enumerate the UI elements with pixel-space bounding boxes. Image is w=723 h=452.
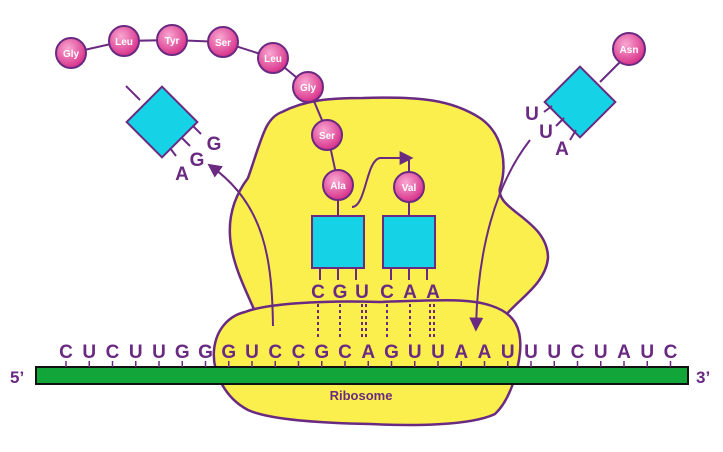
ribosome-large-subunit <box>228 96 550 332</box>
svg-text:Leu: Leu <box>115 37 133 48</box>
mrna-base: U <box>594 342 608 363</box>
mrna-base: A <box>617 342 631 363</box>
trna-exit-arrow <box>207 163 274 327</box>
trna-a-anticodon-3: A <box>426 282 440 303</box>
svg-text:Tyr: Tyr <box>165 36 180 47</box>
mrna-base: U <box>129 342 143 363</box>
trna-exit-anticodon-1: A <box>175 164 189 185</box>
mrna-base: U <box>640 342 654 363</box>
amino-acid-3: Tyr <box>156 24 188 56</box>
trna-a-anticodon-2: A <box>403 282 417 303</box>
mrna-base: C <box>664 342 678 363</box>
mrna-base: G <box>175 342 190 363</box>
svg-text:Gly: Gly <box>63 49 80 60</box>
amino-acid-2: Leu <box>108 25 140 57</box>
mrna-base: U <box>245 342 259 363</box>
mrna-base: U <box>82 342 96 363</box>
trna-exit-anticodon-2: G <box>190 150 205 171</box>
mrna-base: U <box>524 342 538 363</box>
three-prime-label: 3’ <box>696 368 710 387</box>
mrna-base: U <box>152 342 166 363</box>
amino-acid-val-label: Val <box>402 183 417 194</box>
amino-acid-1: Gly <box>55 37 87 69</box>
svg-text:Gly: Gly <box>300 83 317 94</box>
mrna-base: U <box>501 342 515 363</box>
amino-acid-7: Ser <box>311 119 343 151</box>
trna-p-anticodon-3: U <box>355 282 369 303</box>
trna-incoming-arrow <box>469 139 531 332</box>
ribosome-small-subunit <box>212 298 522 427</box>
mrna-base: C <box>106 342 120 363</box>
mrna-base: C <box>59 342 73 363</box>
trna-incoming: Asn U U A <box>525 32 646 160</box>
trna-a-anticodon-1: C <box>380 282 394 303</box>
trna-incoming-anticodon-3: A <box>555 139 569 160</box>
amino-acid-4: Ser <box>207 26 239 58</box>
five-prime-label: 5’ <box>10 368 24 387</box>
amino-acid-val <box>393 171 425 203</box>
mrna-base: A <box>478 342 492 363</box>
amino-acid-asn-label: Asn <box>620 45 639 56</box>
peptide-chain: Gly Leu Tyr Ser Leu Gly Ser <box>55 24 343 184</box>
ribosome: Ribosome <box>212 96 550 427</box>
amino-acid-6: Gly <box>292 71 324 103</box>
trna-p-site: Ala C G U <box>311 169 369 303</box>
amino-acid-ala-label: Ala <box>330 181 346 192</box>
mrna-base: A <box>361 342 375 363</box>
trna-p-body <box>311 215 365 269</box>
mrna-base: G <box>198 342 213 363</box>
mrna-base: G <box>221 342 236 363</box>
mrna-ticks <box>65 361 672 367</box>
mrna-base: C <box>292 342 306 363</box>
mrna-base: C <box>268 342 282 363</box>
trna-p-anticodon-2: G <box>333 282 348 303</box>
trna-exit-anticodon-3: G <box>207 134 222 155</box>
amino-acid-asn <box>612 32 646 66</box>
amino-acid-ala <box>322 169 354 201</box>
ribosome-label: Ribosome <box>330 388 393 403</box>
svg-text:Leu: Leu <box>264 54 282 65</box>
mrna-strand <box>35 366 689 385</box>
mrna-base: U <box>547 342 561 363</box>
trna-a-body <box>382 215 436 269</box>
mrna-base: U <box>431 342 445 363</box>
trna-exit-body <box>125 85 199 159</box>
mrna-base: C <box>571 342 585 363</box>
mrna-base: A <box>454 342 468 363</box>
trna-incoming-anticodon-2: U <box>539 122 553 143</box>
trna-incoming-anticodon-1: U <box>525 104 539 125</box>
amino-acid-5: Leu <box>257 42 289 74</box>
trna-p-anticodon-1: C <box>311 282 325 303</box>
peptide-transfer-arrow <box>351 151 414 208</box>
mrna-base: G <box>314 342 329 363</box>
svg-text:Ser: Ser <box>215 38 231 49</box>
mrna-base: G <box>384 342 399 363</box>
mrna-base: C <box>338 342 352 363</box>
trna-exiting: A G G <box>125 85 222 185</box>
svg-text:Ser: Ser <box>319 131 335 142</box>
mrna-base: U <box>408 342 422 363</box>
trna-a-site: Val C A A <box>380 160 440 303</box>
